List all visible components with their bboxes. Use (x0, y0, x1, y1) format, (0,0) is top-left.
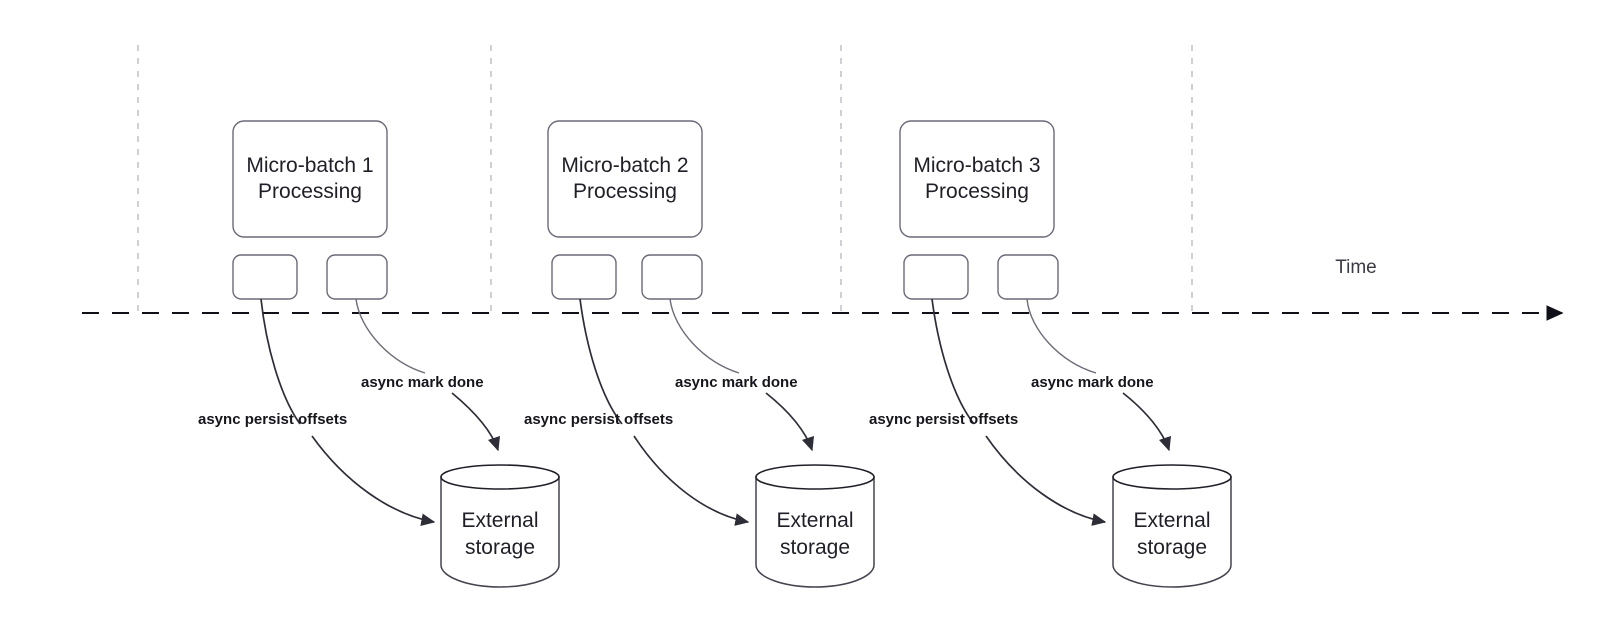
time-axis-label: Time (1335, 257, 1377, 278)
persist-offsets-label-2: async persist offsets (524, 411, 673, 428)
micro-batch-2-label-line1: Micro-batch 2 (561, 154, 688, 177)
external-storage-3[interactable]: External storage (1112, 464, 1232, 588)
external-storage-2-line1: External (776, 509, 853, 532)
persist-offsets-curve-2-lower (633, 435, 750, 526)
persist-offsets-label-3: async persist offsets (869, 411, 1018, 428)
mark-done-label-3: async mark done (1031, 374, 1154, 391)
external-storage-2[interactable]: External storage (755, 464, 875, 588)
mark-done-curve-2-upper (669, 298, 740, 374)
tick-lines-group (137, 45, 1193, 316)
mark-done-curve-2-lower (765, 392, 815, 452)
markdone-task-box-1[interactable] (326, 254, 388, 300)
mark-done-label-2: async mark done (675, 374, 798, 391)
micro-batch-1-box[interactable] (232, 120, 388, 238)
mark-done-curve-1-upper (355, 298, 426, 374)
persist-offsets-curve-1-lower (311, 435, 436, 526)
persist-offsets-curve-1-upper (260, 298, 301, 425)
persist-task-box-2[interactable] (551, 254, 617, 300)
micro-batch-3-label-line1: Micro-batch 3 (913, 154, 1040, 177)
group-3: Micro-batch 3 Processing async persist o… (869, 120, 1232, 588)
mark-done-curve-3-upper (1026, 298, 1097, 374)
time-axis-group: Time (82, 257, 1564, 321)
persist-offsets-curve-3-lower (985, 435, 1107, 526)
micro-batch-2-label-line2: Processing (573, 180, 677, 203)
mark-done-curve-3-lower (1122, 392, 1172, 452)
external-storage-2-line2: storage (780, 536, 850, 559)
micro-batch-1-label-line1: Micro-batch 1 (246, 154, 373, 177)
markdone-task-box-2[interactable] (641, 254, 703, 300)
external-storage-1-line2: storage (465, 536, 535, 559)
external-storage-3-line1: External (1133, 509, 1210, 532)
persist-offsets-label-1: async persist offsets (198, 411, 347, 428)
micro-batch-3-box[interactable] (899, 120, 1055, 238)
external-storage-1-line1: External (461, 509, 538, 532)
markdone-task-box-3[interactable] (997, 254, 1059, 300)
persist-task-box-1[interactable] (232, 254, 298, 300)
micro-batch-1-label-line2: Processing (258, 180, 362, 203)
mark-done-label-1: async mark done (361, 374, 484, 391)
group-2: Micro-batch 2 Processing async persist o… (524, 120, 875, 588)
external-storage-3-line2: storage (1137, 536, 1207, 559)
mark-done-curve-1-lower (451, 392, 501, 452)
micro-batch-3-label-line2: Processing (925, 180, 1029, 203)
persist-offsets-curve-2-upper (579, 298, 623, 425)
persist-task-box-3[interactable] (903, 254, 969, 300)
persist-offsets-curve-3-upper (931, 298, 975, 425)
group-1: Micro-batch 1 Processing async persist o… (198, 120, 560, 588)
micro-batch-2-box[interactable] (547, 120, 703, 238)
external-storage-1[interactable]: External storage (440, 464, 560, 588)
